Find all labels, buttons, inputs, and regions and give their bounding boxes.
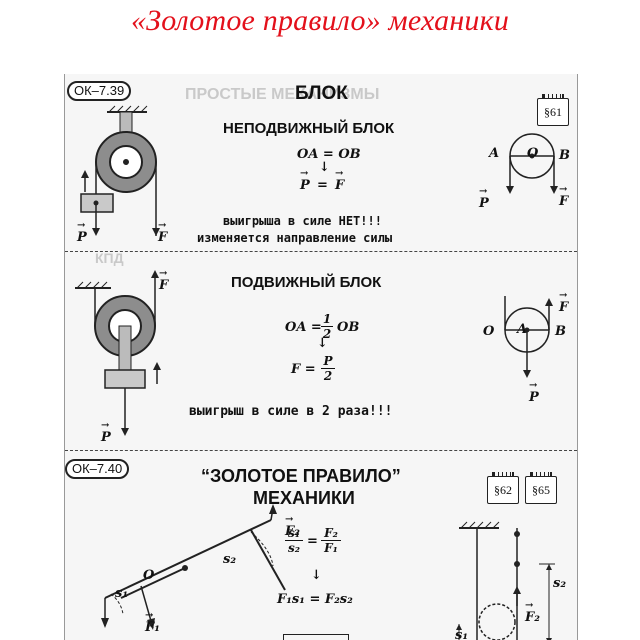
divider-1 — [65, 251, 577, 252]
movable-eq2-den: 2 — [323, 369, 333, 383]
ratio-f1: F₁ — [324, 541, 338, 555]
movable-point-o: O — [483, 324, 495, 339]
fixed-block-schematic — [506, 133, 558, 194]
section-code-739: ОК–7.39 — [67, 81, 132, 101]
golden-rule-heading-line2: МЕХАНИКИ — [253, 488, 355, 508]
lever-drawing — [101, 504, 286, 630]
paragraph-badge-62: §62 — [487, 472, 519, 504]
ratio-equals: = — [307, 534, 318, 549]
ratio-f2: F₂ — [321, 526, 341, 541]
fixed-block-heading: НЕПОДВИЖНЫЙ БЛОК — [223, 120, 395, 137]
golden-rule-heading-line1: “ЗОЛОТОЕ ПРАВИЛО” — [201, 466, 401, 486]
paragraph-badge-61: §61 — [537, 94, 569, 126]
fixed-eq-arrow: ↓ — [319, 160, 330, 175]
movable-eq-arrow: ↓ — [317, 336, 328, 351]
fixed-eq-oa-ob: OA = OB — [297, 147, 361, 162]
fixed-force-f-label: F — [158, 220, 167, 245]
pulley-s2-label: s₂ — [553, 576, 567, 591]
fixed-note-no-gain: выигрыша в силе НЕТ!!! — [223, 214, 382, 228]
fixed-force-p-label: P — [77, 220, 87, 245]
movable-eq2-fraction: P 2 — [321, 354, 335, 383]
movable-eq1-den: 2 — [322, 327, 332, 341]
fixed-eq-equals: = — [317, 178, 328, 193]
movable-pulley-drawing — [75, 270, 161, 436]
fixed-right-p: P — [479, 186, 489, 211]
ghost-kpd: КПД — [95, 250, 124, 266]
movable-point-a: A — [517, 322, 528, 337]
movable-point-b: B — [555, 324, 566, 339]
fixed-point-b: B — [559, 148, 570, 163]
movable-right-f: F — [559, 290, 568, 315]
ratio-arrow: ↓ — [311, 568, 322, 583]
section-code-740: ОК–7.40 — [65, 459, 130, 479]
movable-block-heading: ПОДВИЖНЫЙ БЛОК — [231, 274, 382, 291]
pulley-system-drawing — [456, 521, 555, 640]
fixed-pulley-drawing — [80, 105, 160, 236]
movable-note-gain: выигрыш в силе в 2 раза!!! — [189, 404, 393, 419]
lever-f2-label: F₂ — [285, 514, 300, 539]
fixed-right-f: F — [559, 184, 568, 209]
ratio-right-fraction: F₂ F₁ — [321, 526, 341, 555]
lever-s2-label: s₂ — [223, 552, 237, 567]
fixed-note-direction: изменяется направление силы — [197, 231, 393, 245]
pulley-s1-label: s₁ — [455, 628, 469, 640]
work-equality: F₁s₁ = F₂s₂ — [277, 592, 353, 607]
page-title: «Золотое правило» механики — [130, 4, 510, 37]
fixed-point-a: A — [489, 146, 500, 161]
movable-eq1-fraction: 1 2 — [321, 312, 333, 341]
pulley-f2-label: F₂ — [525, 600, 540, 625]
movable-eq1-lhs: OA = — [285, 320, 322, 335]
movable-right-p: P — [529, 380, 539, 405]
lever-o-label: O — [143, 568, 155, 583]
divider-2 — [65, 450, 577, 451]
movable-eq2-lhs: F = — [291, 362, 316, 377]
movable-eq1-rhs: OB — [337, 320, 360, 335]
lever-f1-label: F₁ — [145, 610, 160, 635]
paragraph-badge-65: §65 — [525, 472, 557, 504]
textbook-sheet: ПРОСТЫЕ МЕХАНИЗМЫ КПД ОК–7.39 БЛОК §61 Н… — [64, 74, 578, 640]
block-heading: БЛОК — [295, 83, 348, 104]
lever-s1-label: s₁ — [115, 586, 129, 601]
fixed-eq-f: F — [335, 168, 344, 193]
movable-eq1-num: 1 — [321, 312, 333, 327]
movable-force-p-label: P — [101, 420, 111, 445]
movable-force-f-label: F — [159, 268, 168, 293]
movable-block-schematic — [504, 296, 553, 378]
formula-box-edge — [283, 634, 349, 640]
ratio-s2: s₂ — [287, 541, 300, 555]
ghost-heading: ПРОСТЫЕ МЕХАНИЗМЫ — [185, 86, 380, 103]
fixed-eq-p: P — [300, 168, 310, 193]
fixed-point-o: O — [527, 146, 539, 161]
movable-eq2-num: P — [321, 354, 335, 369]
